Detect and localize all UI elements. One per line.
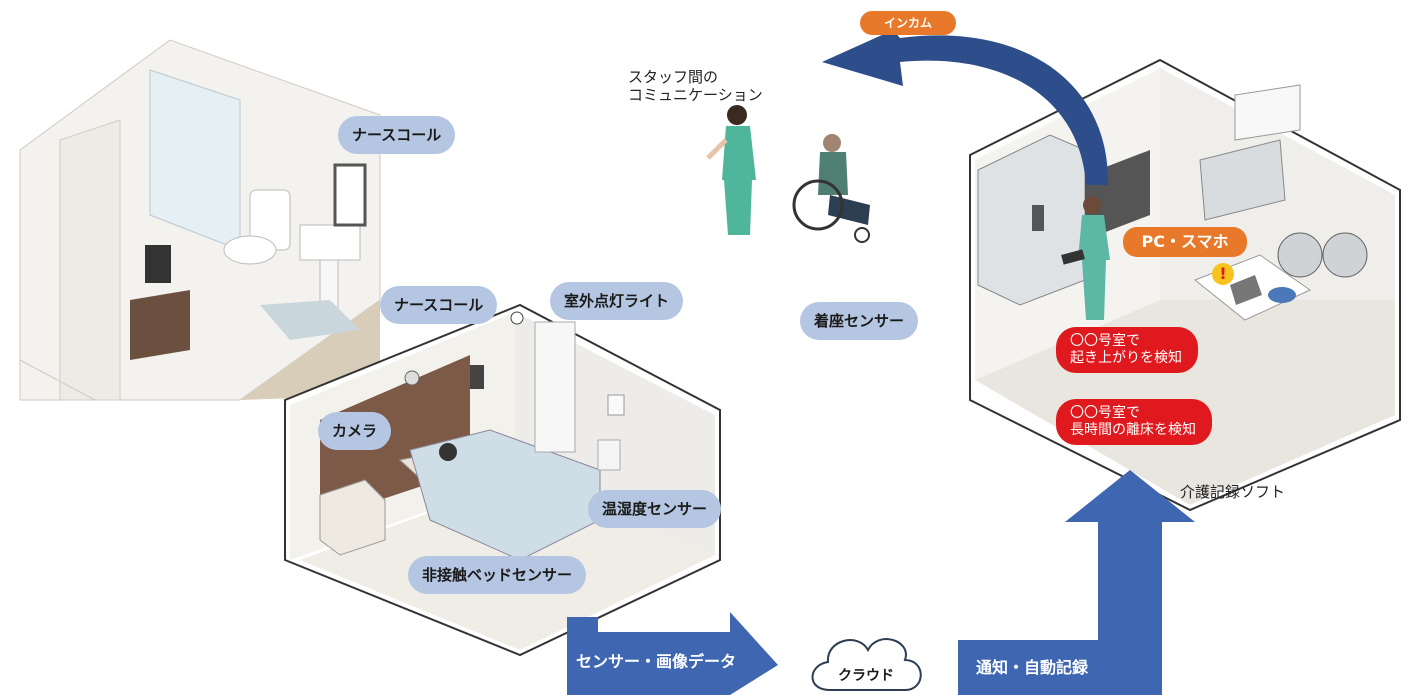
alert-away: 〇〇号室で 長時間の離床を検知 <box>1056 399 1212 445</box>
staff-communication-line2: コミュニケーション <box>628 86 763 104</box>
notify-autorecord-label: 通知・自動記録 <box>976 658 1089 677</box>
alert-getup: 〇〇号室で 起き上がりを検知 <box>1056 327 1198 373</box>
intercom-arc-arrow <box>822 30 1109 185</box>
notify-record-arrow <box>958 470 1195 695</box>
exterior-light-label: 室外点灯ライト <box>550 282 684 320</box>
staff-communication-line1: スタッフ間の <box>628 68 719 86</box>
sensor-image-data-label: センサー・画像データ <box>576 652 737 671</box>
cloud-shape <box>811 638 922 691</box>
camera-label: カメラ <box>318 412 392 450</box>
alert-getup-line1: 〇〇号室で <box>1070 333 1140 349</box>
warning-icon: ! <box>1212 263 1234 285</box>
staff-communication-label: スタッフ間の コミュニケーション <box>628 68 763 104</box>
care-record-software-label: 介護記録ソフト <box>1180 483 1286 501</box>
alert-away-line2: 長時間の離床を検知 <box>1070 422 1196 438</box>
cloud-label: クラウド <box>838 668 894 684</box>
temp-humidity-sensor-label: 温湿度センサー <box>588 490 722 528</box>
nurse-call-bathroom-label: ナースコール <box>338 116 456 154</box>
nurse-call-bedroom-label: ナースコール <box>380 286 498 324</box>
intercom-badge: インカム <box>860 11 956 35</box>
alert-away-line1: 〇〇号室で <box>1070 405 1140 421</box>
pc-smartphone-badge: PC・スマホ <box>1123 227 1247 257</box>
sensor-data-arrow <box>567 612 778 695</box>
staff-figures-illustration <box>706 105 870 243</box>
seat-sensor-label: 着座センサー <box>800 302 919 340</box>
alert-getup-line2: 起き上がりを検知 <box>1070 350 1182 366</box>
bed-sensor-label: 非接触ベッドセンサー <box>408 556 587 594</box>
bathroom-illustration <box>19 39 381 401</box>
